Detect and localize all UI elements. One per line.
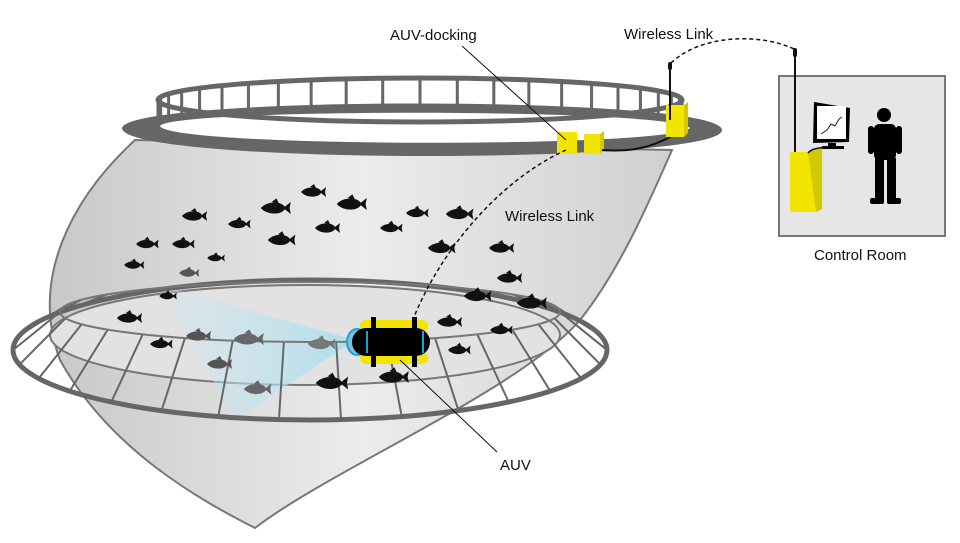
railing-post [559, 311, 608, 351]
antenna-icon [668, 62, 672, 120]
fish-icon [301, 184, 326, 197]
fish-icon [490, 322, 513, 335]
railing-post [553, 317, 602, 366]
auv-icon [346, 317, 430, 367]
fish-icon [150, 336, 173, 349]
fish-icon [463, 287, 492, 302]
label-auv: AUV [500, 457, 531, 474]
railing-post [18, 317, 67, 366]
label-control-room: Control Room [814, 247, 907, 264]
label-auv-docking: AUV-docking [390, 27, 477, 44]
fish-icon [378, 367, 409, 383]
railing-post [511, 329, 552, 392]
railing-post [277, 341, 285, 420]
fish-icon [448, 342, 471, 355]
sonar-beam [160, 285, 355, 420]
fish-icon [406, 205, 429, 218]
fish-icon [182, 208, 207, 221]
fish-icon [243, 380, 272, 395]
label-wireless-link-top: Wireless Link [624, 26, 714, 43]
fish-icon [336, 194, 367, 210]
base-station-box [790, 148, 822, 212]
fish-icon [207, 252, 225, 262]
fish-icon [228, 216, 251, 229]
fish-icon [497, 270, 522, 283]
control-room [778, 48, 946, 237]
antenna-icon [793, 48, 797, 170]
fish-icon [207, 356, 232, 369]
railing-post [217, 340, 234, 417]
railing-post [68, 329, 109, 392]
fish-icon [516, 293, 547, 309]
fish-icon [307, 335, 336, 350]
fish-icon [437, 314, 462, 327]
railing-post [12, 311, 61, 351]
fish-icon [427, 239, 456, 254]
railing-post [434, 337, 460, 411]
bottom-ring [10, 277, 610, 423]
wireless-link-top-line [670, 37, 797, 64]
fish-icon [136, 236, 159, 249]
auv-docking-leader [461, 45, 567, 141]
fish-icon [315, 220, 340, 233]
fish-icon [489, 240, 514, 253]
fish-icon [380, 220, 403, 233]
fish-icon [260, 198, 291, 214]
fish-icon [172, 236, 195, 249]
fish-icon [124, 258, 145, 269]
monitor-icon [807, 102, 850, 154]
fish-icon [117, 310, 142, 323]
operator-icon [868, 108, 902, 204]
fish-icon [315, 372, 349, 390]
railing-post [110, 333, 144, 403]
railing-post [476, 333, 510, 403]
wireless-link-net-line [411, 149, 567, 323]
label-wireless-link-net: Wireless Link [505, 208, 595, 225]
fish-icon [445, 205, 474, 220]
fish-icon [159, 290, 177, 300]
auv-leader [399, 359, 498, 453]
railing-post [537, 323, 583, 380]
fish-icon [233, 329, 264, 345]
fish-icon [267, 231, 296, 246]
railing-post [160, 337, 186, 411]
fish-school [117, 184, 547, 395]
fish-icon [179, 266, 200, 277]
fish-icon [186, 328, 211, 341]
railing-post [37, 323, 83, 380]
docking-station-icon [557, 102, 688, 154]
top-floating-ring [122, 75, 722, 157]
